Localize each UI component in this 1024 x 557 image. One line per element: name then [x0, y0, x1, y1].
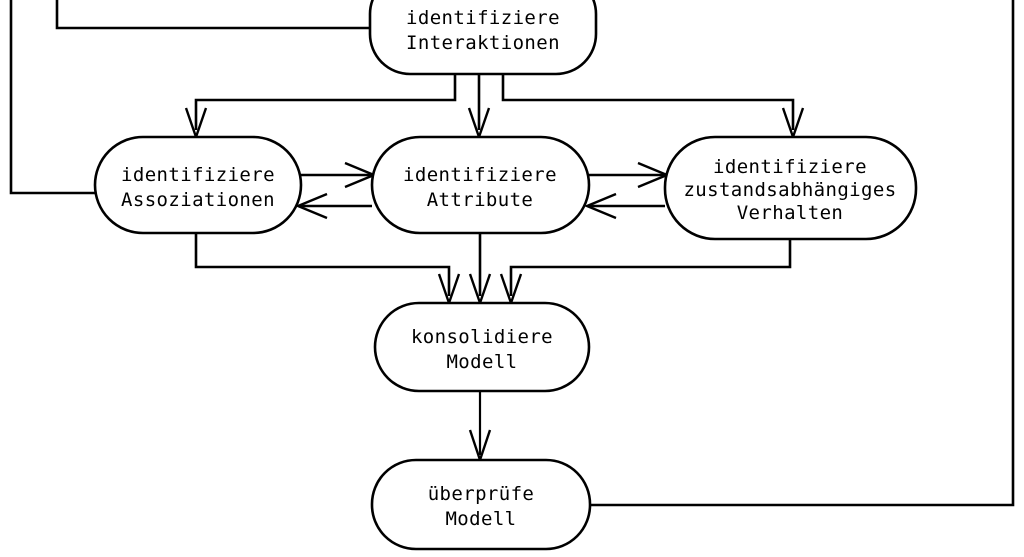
edge-interaktionen-to-zustandsverhalten	[501, 74, 795, 130]
node-label-ueberpruefe-line2: Modell	[445, 508, 516, 530]
edge-layer	[9, 0, 1015, 507]
node-shape-interaktionen	[368, 0, 598, 76]
edge-feedback-left-to-assoziationen	[9, 0, 96, 195]
node-label-interaktionen-line2: Interaktionen	[406, 32, 560, 54]
node-label-attribute-line1: identifiziere	[403, 164, 557, 186]
node-konsolidiere-modell[interactable]: konsolidiere Modell	[373, 301, 591, 393]
node-shape-assoziationen	[93, 135, 303, 235]
node-label-zustandsverhalten-line3: Verhalten	[737, 202, 844, 224]
node-shape-konsolidiere	[373, 301, 591, 393]
node-label-ueberpruefe-line1: überprüfe	[428, 483, 535, 505]
edge-ueberpruefe-to-feedback-right	[589, 0, 1015, 507]
node-shape-ueberpruefe	[370, 458, 592, 551]
node-label-konsolidiere-line1: konsolidiere	[411, 326, 553, 348]
arrowhead-zustandsverhalten-attribute	[583, 192, 617, 220]
node-label-interaktionen-line1: identifiziere	[406, 7, 560, 29]
node-shape-attribute	[370, 135, 591, 235]
node-identifiziere-assoziationen[interactable]: identifiziere Assoziationen	[93, 135, 303, 235]
node-ueberpruefe-modell[interactable]: überprüfe Modell	[370, 458, 592, 551]
node-label-assoziationen-line1: identifiziere	[121, 164, 275, 186]
edge-interaktionen-to-assoziationen	[194, 74, 457, 130]
node-layer: identifiziere Interaktionen identifizier…	[93, 0, 918, 551]
node-label-attribute-line2: Attribute	[427, 189, 534, 211]
edge-assoziationen-to-konsolidiere	[194, 233, 451, 296]
edge-feedback-top-to-interaktionen	[55, 0, 374, 30]
node-identifiziere-zustandsabhaengiges-verhalten[interactable]: identifiziere zustandsabhängiges Verhalt…	[663, 135, 918, 241]
node-label-zustandsverhalten-line1: identifiziere	[713, 156, 867, 178]
node-identifiziere-interaktionen[interactable]: identifiziere Interaktionen	[368, 0, 598, 76]
node-identifiziere-attribute[interactable]: identifiziere Attribute	[370, 135, 591, 235]
node-label-assoziationen-line2: Assoziationen	[121, 189, 275, 211]
node-label-konsolidiere-line2: Modell	[446, 351, 517, 373]
arrowhead-attribute-assoziationen	[294, 192, 328, 220]
node-shape-zustandsverhalten	[663, 135, 918, 241]
node-label-zustandsverhalten-line2: zustandsabhängiges	[683, 179, 896, 201]
edge-zustandsverhalten-to-konsolidiere	[509, 239, 792, 296]
